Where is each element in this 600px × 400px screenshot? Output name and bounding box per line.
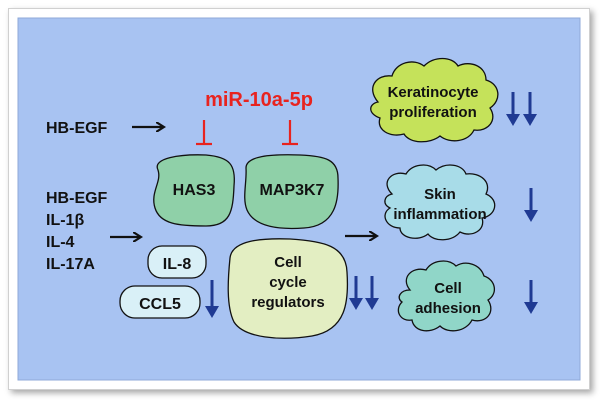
outcome-skin-label-line: Skin [424,186,456,203]
chemokine-ccl5-label: CCL5 [139,296,181,313]
target-map3k7-shape [244,154,339,230]
down-arrow-icon [523,92,537,126]
outcome-keratinocyte-label-line: Keratinocyte [388,84,479,101]
inhibition-tee-icon [196,120,212,146]
outcome-keratinocyte-label-line: proliferation [389,104,477,121]
cell-cycle-label-line: cycle [269,274,307,291]
down-arrow-icon [205,280,219,318]
outcome-adhesion-cloud [397,260,495,332]
outcome-keratinocyte-cloud [370,57,499,143]
mirna-label: miR-10a-5p [205,89,313,111]
target-has3-shape [153,154,236,227]
down-arrow-icon [524,280,538,314]
cell-cycle-label-line: Cell [274,254,302,271]
down-arrow-icon [506,92,520,126]
outcome-adhesion-label-line: Cell [434,280,462,297]
target-has3-label: HAS3 [173,182,216,199]
down-arrow-icon [524,188,538,222]
stimulus-group-item: IL-17A [46,256,95,273]
stimulus-group-item: IL-4 [46,234,75,251]
outcome-skin-label-line: inflammation [393,206,486,223]
cell-cycle-label-line: regulators [251,294,324,311]
cell-cycle-regulators-shape [227,238,349,339]
target-map3k7-label: MAP3K7 [260,182,325,199]
down-arrow-icon [349,276,363,310]
inhibition-tee-icon [282,120,298,146]
stimulus-hb-egf: HB-EGF [46,120,108,137]
down-arrow-icon [365,276,379,310]
chemokine-il8-shape [147,245,207,279]
chemokine-il8-label: IL-8 [163,256,192,273]
stimulus-group-item: IL-1β [46,212,84,229]
stimulus-group-item: HB-EGF [46,190,108,207]
chemokine-ccl5-shape [119,285,201,319]
outcome-skin-cloud [384,164,496,241]
outcome-adhesion-label-line: adhesion [415,300,481,317]
